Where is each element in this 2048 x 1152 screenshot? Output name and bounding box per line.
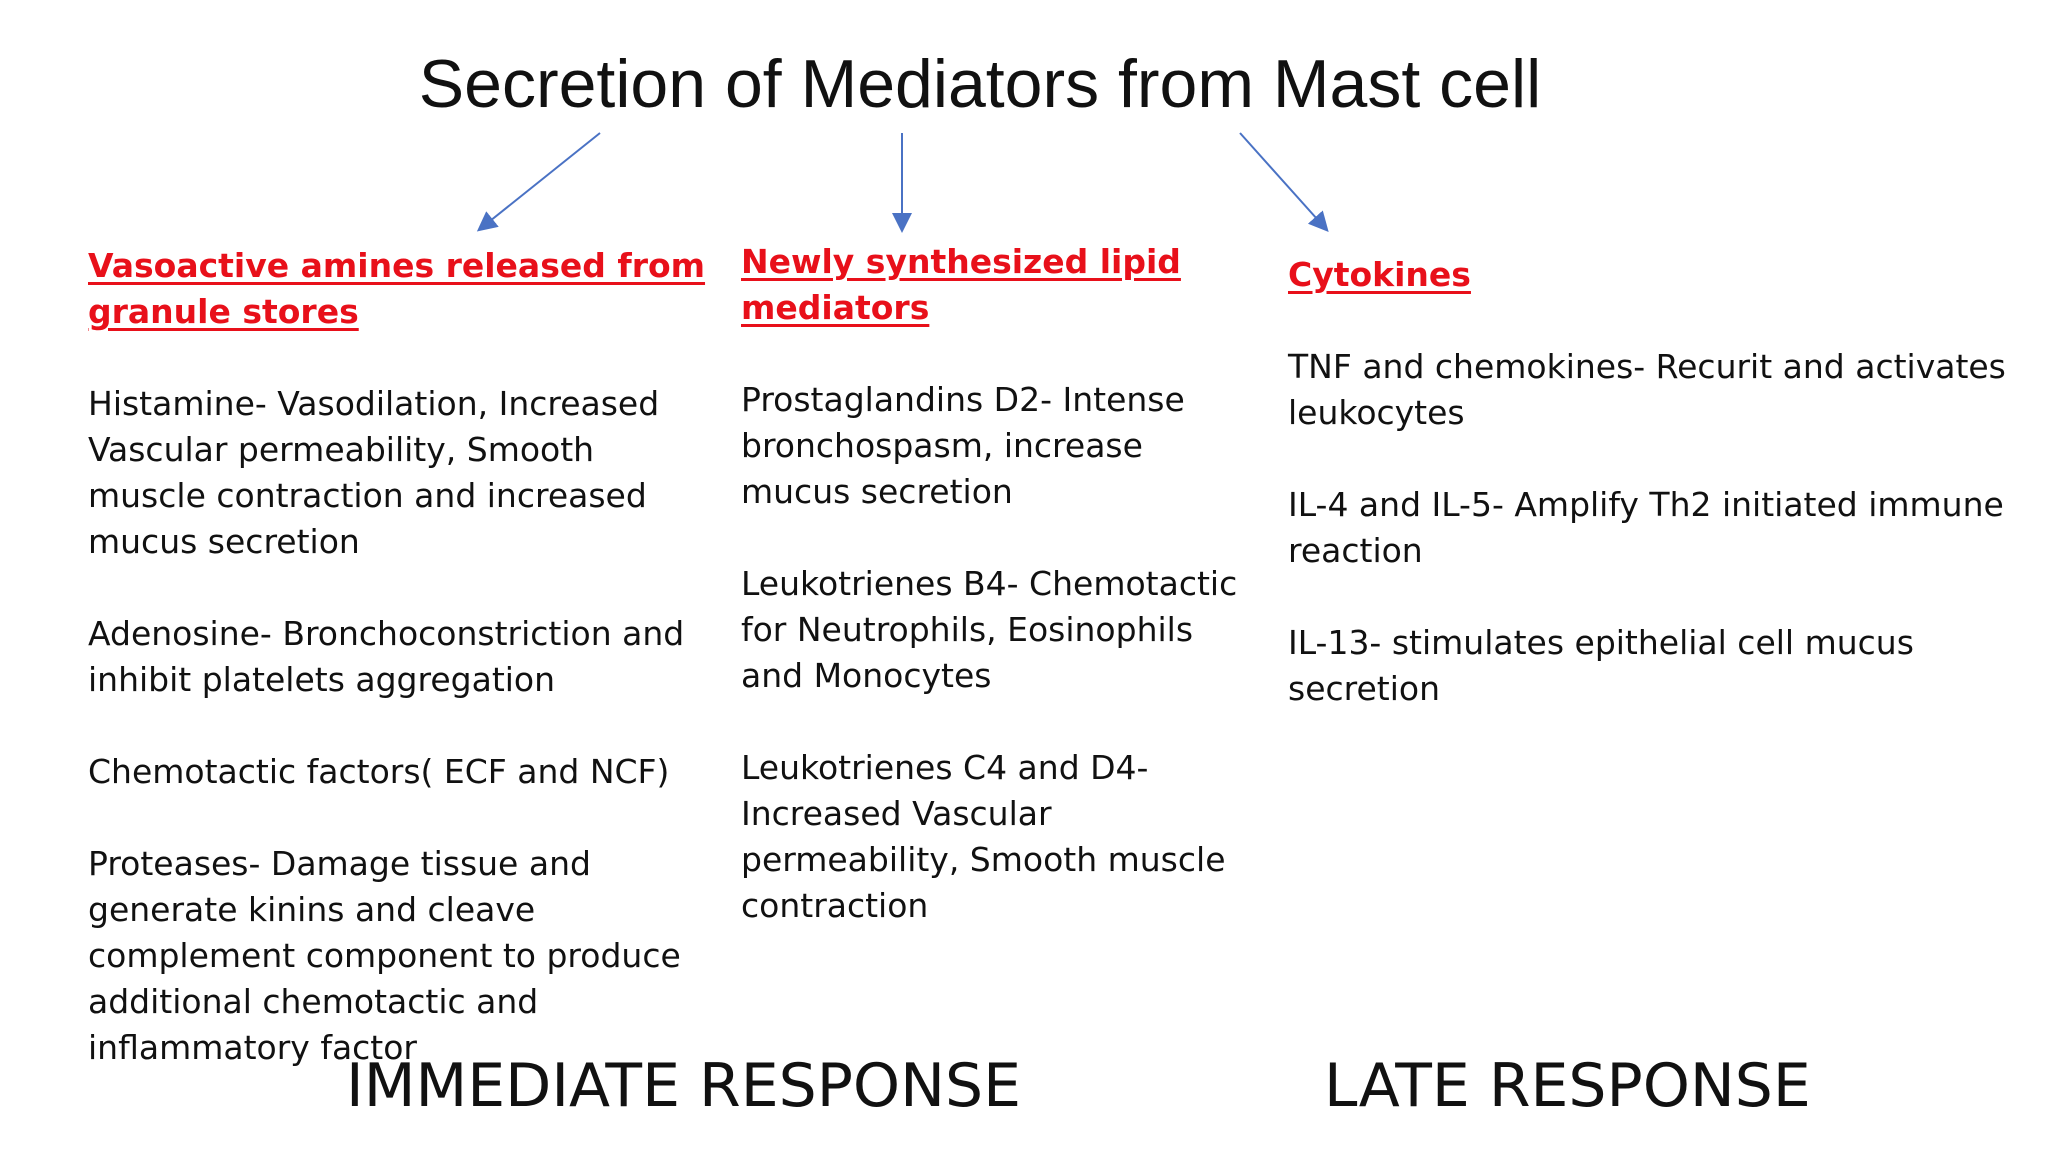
item-leukotrienes-c4-d4: Leukotrienes C4 and D4- Increased Vascul…	[741, 748, 1226, 925]
heading-lipid-mediators: Newly synthesized lipid mediators	[741, 242, 1181, 327]
item-tnf-chemokines: TNF and chemokines- Recurit and activate…	[1288, 347, 2006, 432]
item-proteases: Proteases- Damage tissue and generate ki…	[88, 844, 681, 1067]
arrow-to-vasoactive-amines	[476, 132, 601, 232]
item-leukotrienes-b4: Leukotrienes B4- Chemotactic for Neutrop…	[741, 564, 1238, 695]
item-il13: IL-13- stimulates epithelial cell mucus …	[1288, 623, 1914, 708]
slide-title: Secretion of Mediators from Mast cell	[418, 46, 1542, 122]
item-adenosine: Adenosine- Bronchoconstriction and inhib…	[88, 614, 685, 699]
late-response-label: LATE RESPONSE	[1324, 1051, 1811, 1121]
immediate-response-label: IMMEDIATE RESPONSE	[346, 1051, 1022, 1121]
heading-cytokines: Cytokines	[1288, 255, 1471, 294]
item-prostaglandins: Prostaglandins D2- Intense bronchospasm,…	[741, 380, 1185, 511]
item-histamine: Histamine- Vasodilation, Increased Vascu…	[88, 384, 660, 561]
column-lipid-mediators: Newly synthesized lipid mediators Prosta…	[741, 239, 1241, 975]
item-chemotactic-factors: Chemotactic factors( ECF and NCF)	[88, 752, 670, 791]
column-cytokines: Cytokines TNF and chemokines- Recurit an…	[1288, 252, 2008, 758]
item-il4-il5: IL-4 and IL-5- Amplify Th2 initiated imm…	[1288, 485, 2004, 570]
column-vasoactive-amines: Vasoactive amines released from granule …	[88, 243, 708, 1117]
arrow-to-cytokines	[1239, 132, 1329, 232]
heading-vasoactive-amines: Vasoactive amines released from granule …	[88, 246, 706, 331]
